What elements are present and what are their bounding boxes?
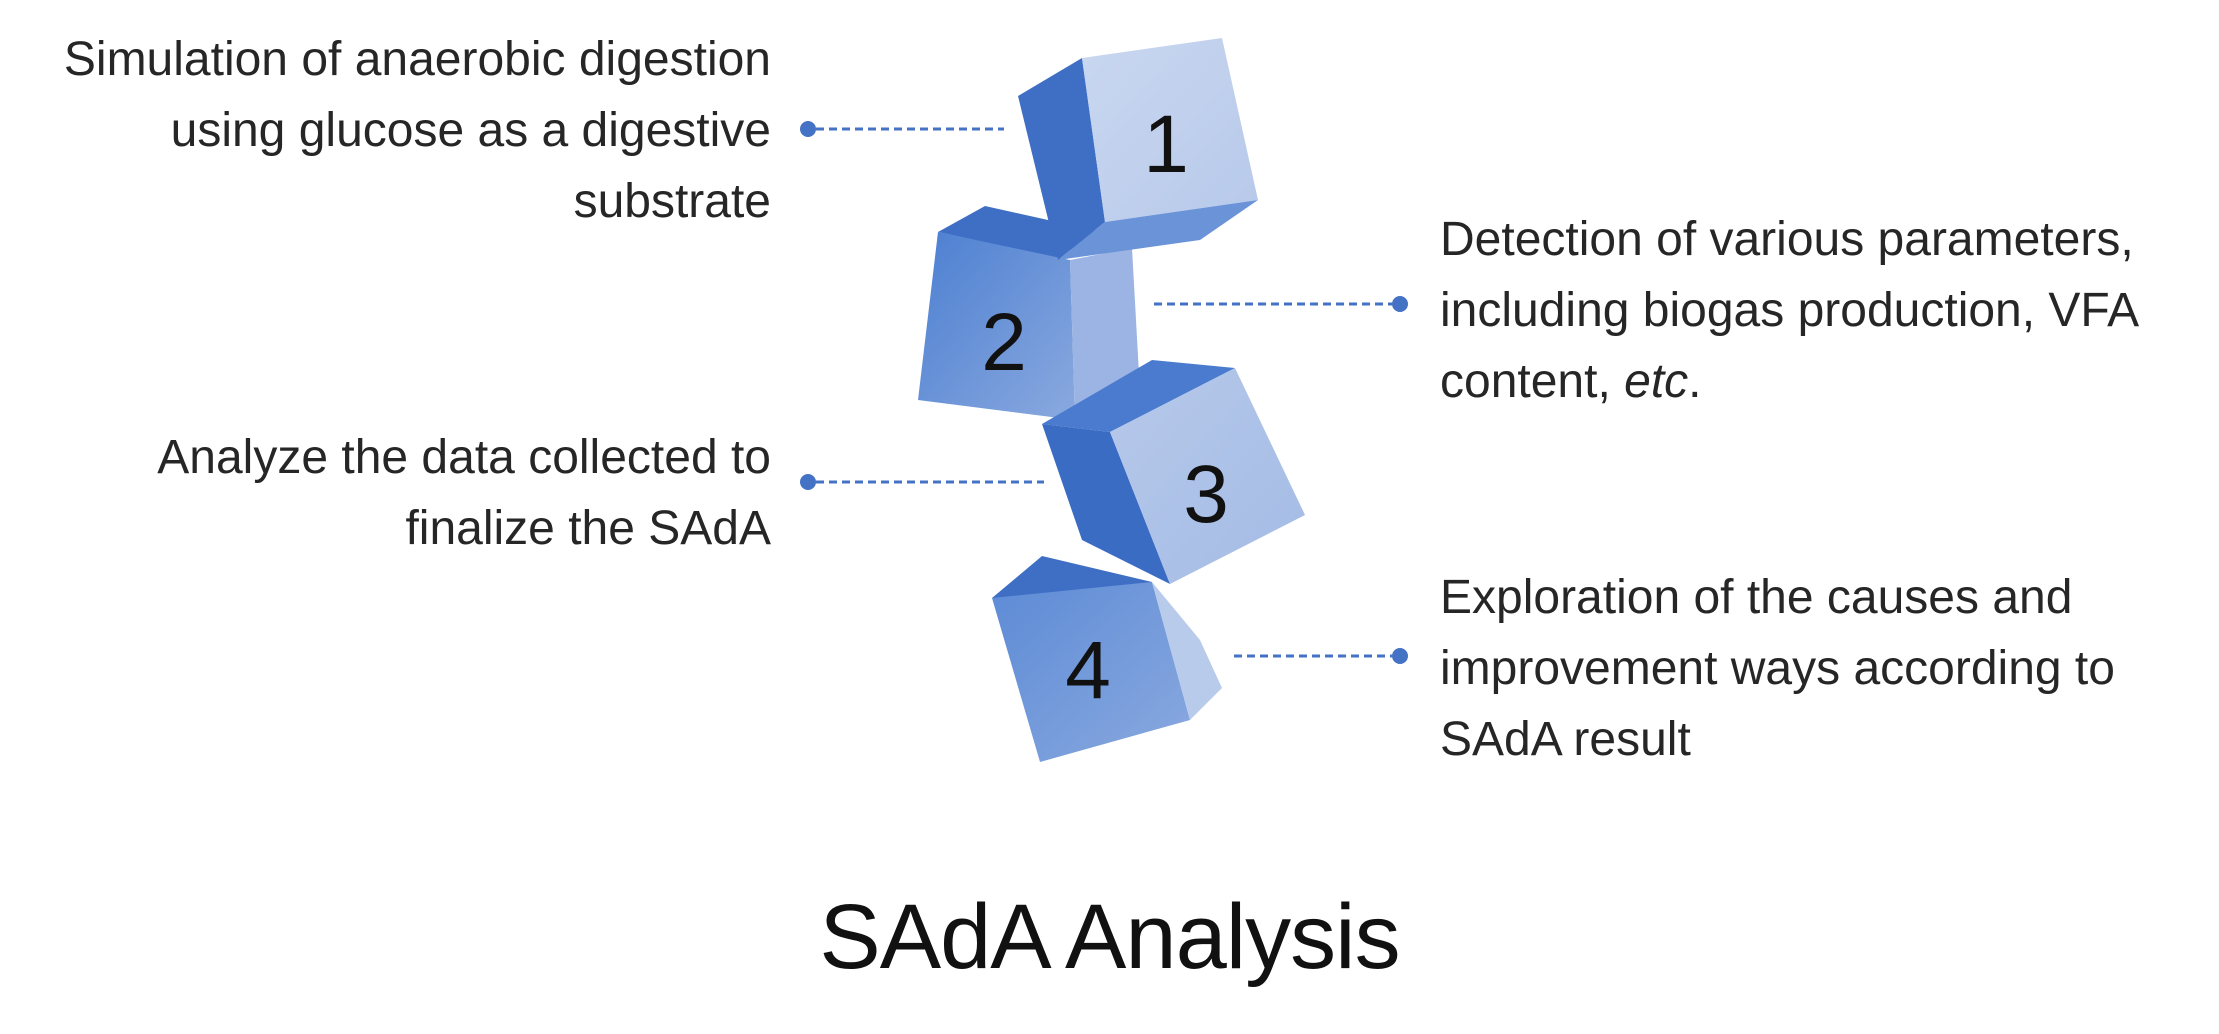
step-4-line-2: improvement ways according to (1440, 642, 2115, 695)
cube-4-front (992, 582, 1190, 762)
step-1-line-2: using glucose as a digestive (170, 104, 771, 157)
step-3-text: Analyze the data collected to finalize t… (157, 422, 771, 564)
step-2-line-3-start: content, (1440, 355, 1625, 408)
step-1-line-1: Simulation of anaerobic digestion (63, 33, 771, 86)
cube-2-front (918, 232, 1075, 420)
cube-4-side (1152, 582, 1222, 720)
step-2-line-2: including biogas production, VFA (1440, 284, 2140, 337)
step-4-line-1: Exploration of the causes and (1440, 571, 2073, 624)
step-3-line-2: finalize the SAdA (405, 502, 771, 555)
cube-3-number: 3 (1183, 449, 1229, 540)
connector-3 (800, 474, 1044, 490)
cube-3: 3 (1042, 360, 1305, 584)
step-2-line-3-end: . (1688, 355, 1702, 408)
diagram-title: SAdA Analysis (819, 886, 1400, 988)
cube-3-front (1110, 368, 1305, 584)
step-2-line-3: content, etc. (1440, 346, 2139, 417)
cube-2-side (1070, 248, 1140, 420)
cube-1-left (1018, 58, 1105, 260)
step-2-line-3-italic: etc (1624, 355, 1689, 408)
cube-3-top (1042, 360, 1235, 432)
cube-2-number: 2 (981, 297, 1027, 388)
step-1-text: Simulation of anaerobic digestion using … (64, 24, 771, 237)
connector-2-dot (1392, 296, 1408, 312)
cube-3-left (1042, 424, 1170, 584)
step-3-line-1: Analyze the data collected to (157, 431, 771, 484)
connector-1 (800, 121, 1004, 137)
connector-1-dot (800, 121, 816, 137)
step-2-line-1: Detection of various parameters, (1440, 213, 2134, 266)
cube-1-number: 1 (1143, 99, 1189, 190)
cube-4: 4 (992, 556, 1222, 762)
connector-3-dot (800, 474, 816, 490)
step-4-text: Exploration of the causes and improvemen… (1440, 562, 2115, 775)
cube-4-number: 4 (1065, 625, 1111, 716)
connector-4-dot (1392, 648, 1408, 664)
step-4-line-3: SAdA result (1440, 713, 1691, 766)
step-1-line-3: substrate (573, 175, 771, 228)
cube-1-bottom (1058, 200, 1258, 260)
step-2-text: Detection of various parameters, includi… (1440, 204, 2139, 417)
cube-2: 2 (918, 206, 1140, 420)
connector-2 (1154, 296, 1408, 312)
connector-4 (1234, 648, 1408, 664)
cube-1-front (1082, 38, 1258, 222)
cube-1: 1 (1018, 38, 1258, 260)
